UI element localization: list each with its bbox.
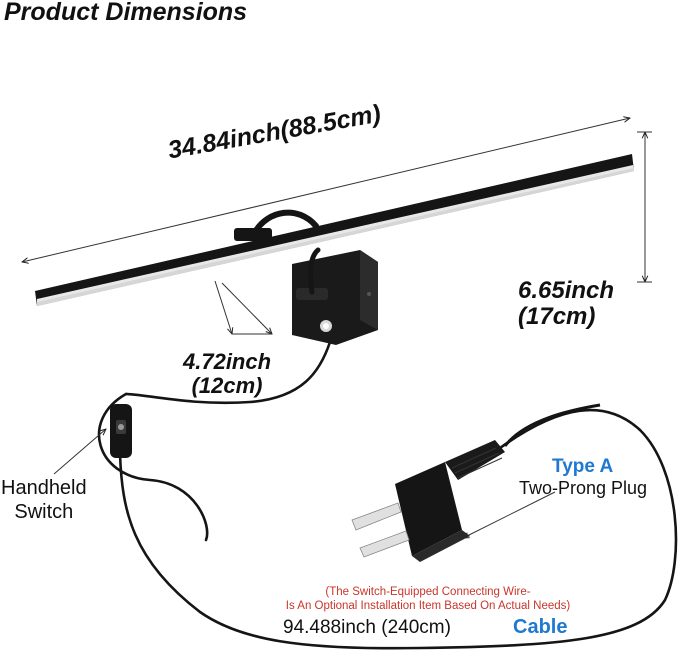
type-a-plug-icon <box>351 403 601 562</box>
height-label-cm: (17cm) <box>518 302 596 330</box>
power-cord <box>97 340 678 650</box>
cable-note: (The Switch-Equipped Connecting Wire- Is… <box>248 586 608 614</box>
plug-pointer <box>463 491 556 538</box>
wall-mount-box <box>292 250 378 345</box>
lamp-bar <box>35 154 634 306</box>
plug-type-label: Type A <box>552 456 614 477</box>
depth-label: 4.72inch (12cm) <box>183 350 271 398</box>
handheld-switch-label: Handheld Switch <box>1 476 87 524</box>
switch-pointer <box>53 429 106 475</box>
height-label: 6.65inch (17cm) <box>518 278 614 330</box>
depth-label-inch: 4.72inch <box>183 349 272 374</box>
plug-name-label: Two-Prong Plug <box>519 478 648 498</box>
handheld-switch-icon <box>110 404 132 458</box>
page-title: Product Dimensions <box>4 0 248 26</box>
depth-label-cm: (12cm) <box>191 372 263 398</box>
handheld-switch-line1: Handheld <box>1 477 87 499</box>
cable-note-line1: (The Switch-Equipped Connecting Wire- <box>325 586 531 598</box>
width-dimension-line <box>22 118 630 262</box>
depth-dimension-lines <box>214 280 272 334</box>
cable-note-line2: Is An Optional Installation Item Based O… <box>285 599 571 612</box>
cable-label: Cable <box>513 616 568 638</box>
lamp-arm <box>252 209 321 295</box>
height-label-inch: 6.65inch <box>518 277 615 304</box>
handheld-switch-line2: Switch <box>14 501 74 523</box>
cable-length-label: 94.488inch (240cm) <box>283 617 451 638</box>
arm-joint <box>234 228 272 241</box>
